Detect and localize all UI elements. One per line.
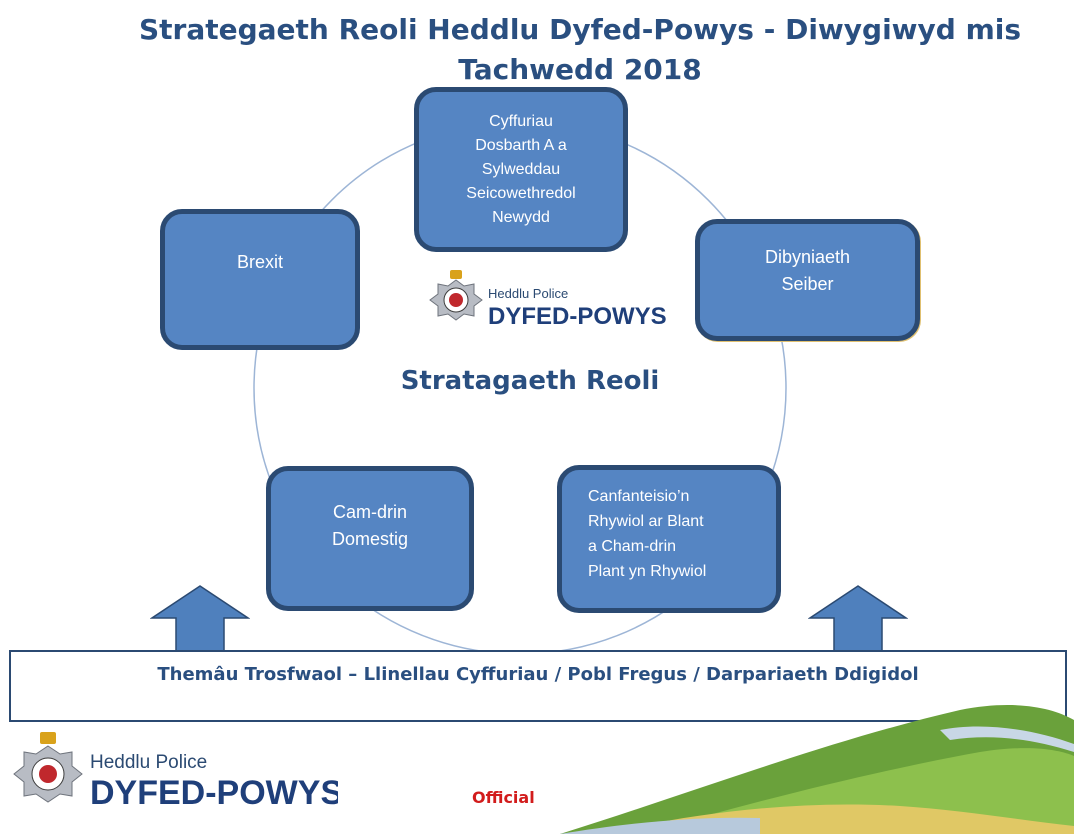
node-domestic-abuse: Cam-drin Domestig [266, 466, 474, 611]
center-label: Stratagaeth Reoli [400, 366, 660, 396]
page-title: Strategaeth Reoli Heddlu Dyfed-Powys - D… [138, 13, 1022, 86]
footer-logo-small-text: Heddlu Police [90, 752, 207, 773]
node-label: Cyffuriau Dosbarth A a Sylweddau Seicowe… [466, 112, 576, 226]
node-class-a-drugs: Cyffuriau Dosbarth A a Sylweddau Seicowe… [414, 87, 628, 252]
node-cyber-dependency: Dibyniaeth Seiber [695, 219, 920, 341]
footer-logo-big-text: DYFED-POWYS [90, 774, 338, 812]
overarching-themes-bar: Themâu Trosfwaol – Llinellau Cyffuriau /… [9, 650, 1067, 722]
node-label: Cam-drin Domestig [331, 502, 409, 549]
logo-small-text: Heddlu Police [488, 286, 568, 301]
node-child-sexual-exploitation: Canfanteisio’n Rhywiol ar Blant a Cham-d… [557, 465, 781, 613]
node-label: Canfanteisio’n Rhywiol ar Blant a Cham-d… [588, 488, 707, 580]
classification-label: Official [472, 788, 535, 807]
center-police-logo: Heddlu Police DYFED-POWYS [426, 268, 667, 352]
node-label: Dibyniaeth Seiber [764, 247, 851, 294]
logo-big-text: DYFED-POWYS [488, 303, 666, 330]
node-brexit: Brexit [160, 209, 360, 350]
node-label: Brexit [236, 252, 283, 272]
footer-police-logo: Heddlu Police DYFED-POWYS [8, 730, 343, 834]
